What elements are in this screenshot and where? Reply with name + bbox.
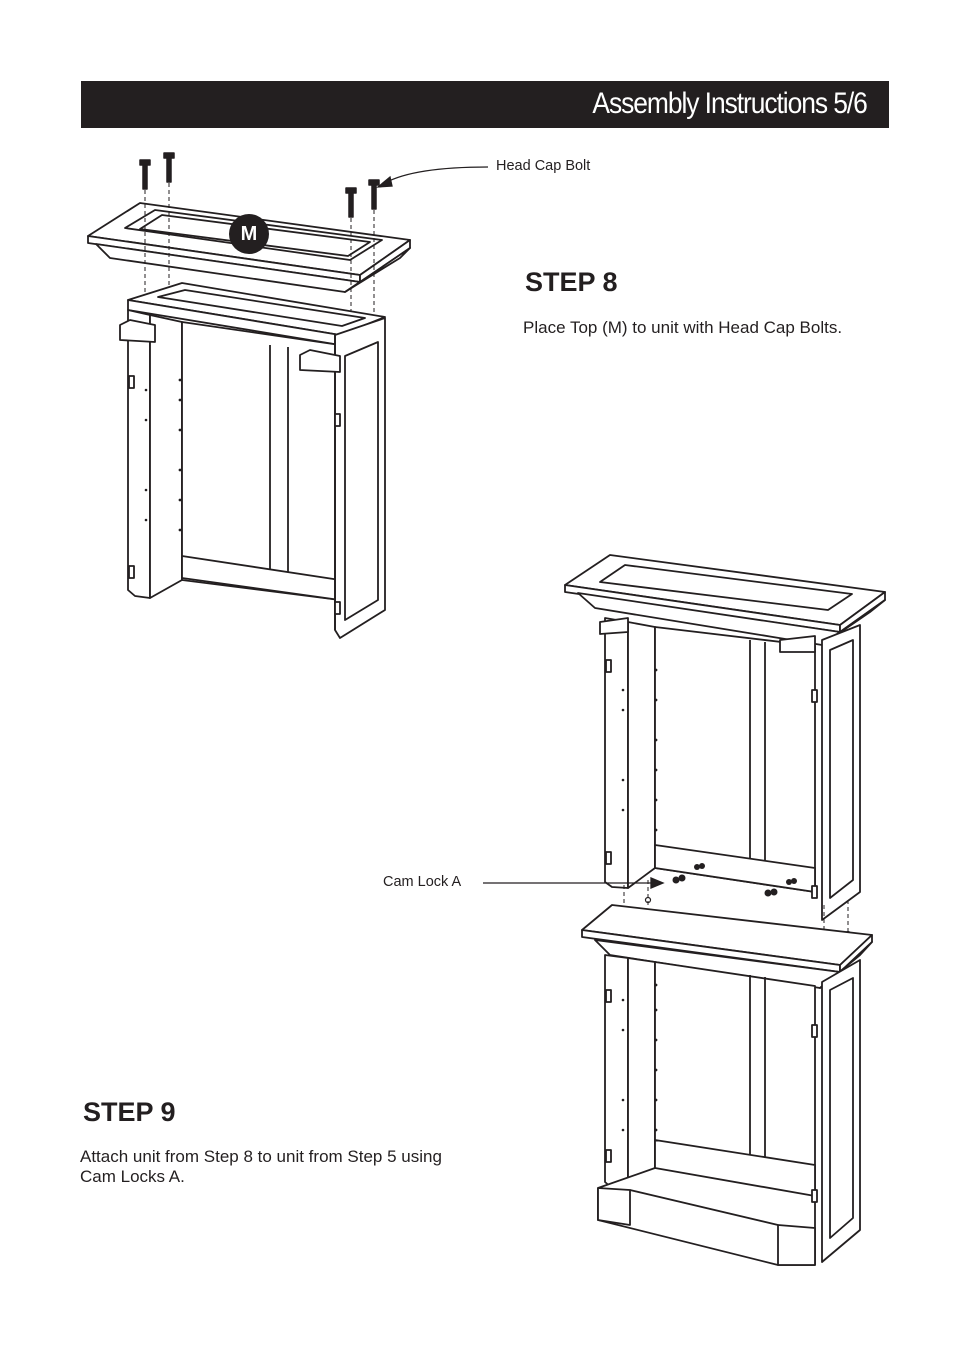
header-bar: Assembly Instructions 5/6 [81, 81, 889, 128]
step8-title: STEP 8 [525, 267, 618, 297]
step9-line2: Cam Locks A. [80, 1167, 185, 1186]
head-cap-bolt-label: Head Cap Bolt [496, 158, 591, 174]
head-cap-bolt-leader [376, 166, 489, 188]
cabinet-frame [119, 282, 386, 639]
step9-instructions: Attach unit from Step 8 to unit from Ste… [80, 1147, 442, 1187]
step9-illustration [564, 554, 886, 1266]
step9-line1: Attach unit from Step 8 to unit from Ste… [80, 1147, 442, 1166]
upper-unit [564, 554, 886, 921]
head-cap-bolts [139, 152, 380, 218]
page-title: Assembly Instructions 5/6 [592, 87, 868, 120]
step8-instructions: Place Top (M) to unit with Head Cap Bolt… [523, 318, 843, 337]
lower-unit [581, 904, 873, 1266]
cam-lock-leader [483, 877, 665, 889]
part-badge-label: M [240, 223, 258, 245]
cam-lock-label: Cam Lock A [383, 874, 462, 890]
step8-illustration [87, 152, 411, 639]
step9-title: STEP 9 [83, 1097, 176, 1127]
part-badge-m: M [229, 214, 269, 254]
